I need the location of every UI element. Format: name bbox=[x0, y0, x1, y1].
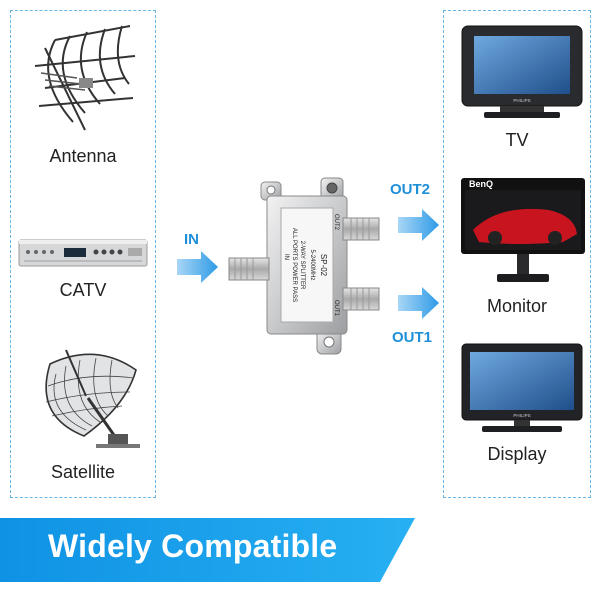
arrow-out2-icon bbox=[398, 209, 439, 241]
splitter-out1-text: OUT1 bbox=[333, 300, 339, 317]
splitter-note-text: ALL PORTS POWER PASS bbox=[291, 228, 297, 302]
output-label-display: Display bbox=[487, 444, 547, 464]
splitter-in-text: IN bbox=[283, 254, 289, 260]
source-label-antenna: Antenna bbox=[49, 146, 117, 166]
banner-background bbox=[0, 518, 415, 582]
output-label-monitor: Monitor bbox=[486, 296, 548, 316]
port-label-out2: OUT2 bbox=[390, 181, 431, 198]
splitter-model-text: SP-02 bbox=[319, 254, 328, 277]
display-brand-text: PHILIPS bbox=[513, 413, 530, 418]
tv-icon: PHILIPS bbox=[461, 25, 583, 118]
arrow-out1-icon bbox=[398, 287, 439, 319]
arrow-in-icon bbox=[177, 251, 218, 283]
source-label-satellite: Satellite bbox=[50, 462, 116, 482]
tv-brand-text: PHILIPS bbox=[513, 98, 530, 103]
port-label-out1: OUT1 bbox=[392, 329, 433, 346]
monitor-icon: BenQ bbox=[461, 178, 585, 282]
splitter-type-text: 2-WAY SPLITTER bbox=[299, 241, 305, 290]
splitter-frequency-text: 5-2400MHz bbox=[309, 249, 315, 280]
output-panel bbox=[443, 10, 591, 498]
catv-device-icon bbox=[18, 239, 148, 267]
banner-title: Widely Compatible bbox=[48, 528, 338, 564]
source-panel bbox=[10, 10, 156, 498]
monitor-brand-text: BenQ bbox=[469, 179, 493, 189]
display-icon: PHILIPS bbox=[461, 343, 583, 432]
splitter-out2-text: OUT2 bbox=[333, 214, 339, 231]
satellite-dish-icon bbox=[45, 349, 140, 448]
antenna-icon bbox=[34, 25, 136, 131]
port-label-in: IN bbox=[184, 231, 199, 248]
source-label-catv: CATV bbox=[59, 280, 107, 300]
output-label-tv: TV bbox=[505, 130, 529, 150]
splitter-icon: SP-02 5-2400MHz 2-WAY SPLITTER ALL PORTS… bbox=[228, 177, 380, 355]
